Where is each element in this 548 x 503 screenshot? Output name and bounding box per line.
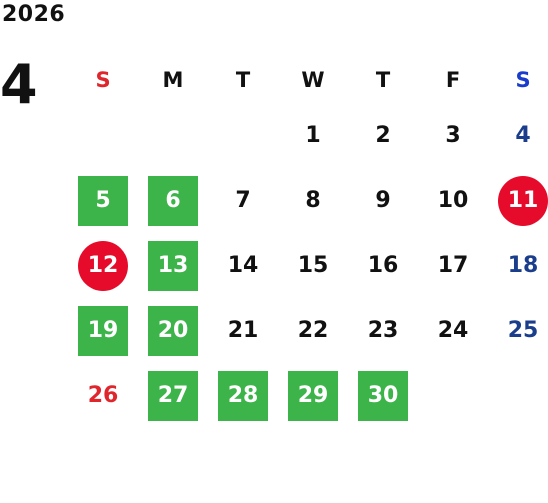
- day-cell[interactable]: 14: [208, 233, 278, 298]
- day-number: 28: [218, 370, 268, 421]
- day-cell[interactable]: 26: [68, 363, 138, 428]
- day-number: 12: [78, 240, 128, 291]
- year-label: 2026: [2, 2, 66, 27]
- day-number: 27: [148, 370, 198, 421]
- holiday-day-cell[interactable]: 20: [138, 298, 208, 363]
- day-cell[interactable]: 24: [418, 298, 488, 363]
- day-number: 8: [305, 188, 321, 213]
- day-number: 15: [297, 253, 329, 278]
- holiday-day-cell[interactable]: 13: [138, 233, 208, 298]
- weekday-header: F: [445, 68, 461, 92]
- day-cell[interactable]: 2: [348, 103, 418, 168]
- holiday-day-cell[interactable]: 28: [208, 363, 278, 428]
- day-number: 24: [437, 318, 469, 343]
- day-cell[interactable]: 21: [208, 298, 278, 363]
- day-number: 3: [445, 123, 461, 148]
- day-number: 16: [367, 253, 399, 278]
- day-number: 29: [288, 370, 338, 421]
- day-number: 4: [515, 123, 531, 148]
- day-cell[interactable]: 4: [488, 103, 548, 168]
- empty-day-cell: [68, 103, 138, 168]
- holiday-day-cell[interactable]: 30: [348, 363, 418, 428]
- day-cell[interactable]: 8: [278, 168, 348, 233]
- day-cell[interactable]: 10: [418, 168, 488, 233]
- day-number: 1: [305, 123, 321, 148]
- empty-day-cell: [138, 103, 208, 168]
- holiday-day-cell[interactable]: 5: [68, 168, 138, 233]
- holiday-day-cell[interactable]: 29: [278, 363, 348, 428]
- day-number: 21: [227, 318, 259, 343]
- day-number: 26: [87, 383, 119, 408]
- day-cell[interactable]: 18: [488, 233, 548, 298]
- day-number: 19: [78, 305, 128, 356]
- day-number: 7: [235, 188, 251, 213]
- holiday-day-cell[interactable]: 27: [138, 363, 208, 428]
- weekday-header: W: [301, 68, 325, 92]
- day-number: 11: [498, 175, 548, 226]
- day-number: 13: [148, 240, 198, 291]
- day-cell[interactable]: 9: [348, 168, 418, 233]
- day-cell[interactable]: 22: [278, 298, 348, 363]
- holiday-day-cell[interactable]: 6: [138, 168, 208, 233]
- empty-day-cell: [488, 363, 548, 428]
- day-cell[interactable]: 3: [418, 103, 488, 168]
- weekday-header: T: [375, 68, 391, 92]
- day-number: 22: [297, 318, 329, 343]
- day-number: 18: [507, 253, 539, 278]
- weekday-header: M: [162, 68, 184, 92]
- special-holiday-day-cell[interactable]: 11: [488, 168, 548, 233]
- day-number: 2: [375, 123, 391, 148]
- special-holiday-day-cell[interactable]: 12: [68, 233, 138, 298]
- day-number: 10: [437, 188, 469, 213]
- day-cell[interactable]: 23: [348, 298, 418, 363]
- weekday-header: S: [95, 68, 111, 92]
- day-number: 25: [507, 318, 539, 343]
- day-number: 6: [148, 175, 198, 226]
- day-cell[interactable]: 15: [278, 233, 348, 298]
- holiday-day-cell[interactable]: 19: [68, 298, 138, 363]
- day-cell[interactable]: 7: [208, 168, 278, 233]
- empty-day-cell: [418, 363, 488, 428]
- weekday-header: S: [515, 68, 531, 92]
- day-number: 30: [358, 370, 408, 421]
- day-number: 5: [78, 175, 128, 226]
- day-number: 17: [437, 253, 469, 278]
- day-cell[interactable]: 25: [488, 298, 548, 363]
- day-cell[interactable]: 1: [278, 103, 348, 168]
- day-number: 23: [367, 318, 399, 343]
- month-number: 4: [0, 53, 38, 116]
- day-number: 14: [227, 253, 259, 278]
- empty-day-cell: [208, 103, 278, 168]
- day-number: 9: [375, 188, 391, 213]
- weekday-header: T: [235, 68, 251, 92]
- day-number: 20: [148, 305, 198, 356]
- day-cell[interactable]: 16: [348, 233, 418, 298]
- day-cell[interactable]: 17: [418, 233, 488, 298]
